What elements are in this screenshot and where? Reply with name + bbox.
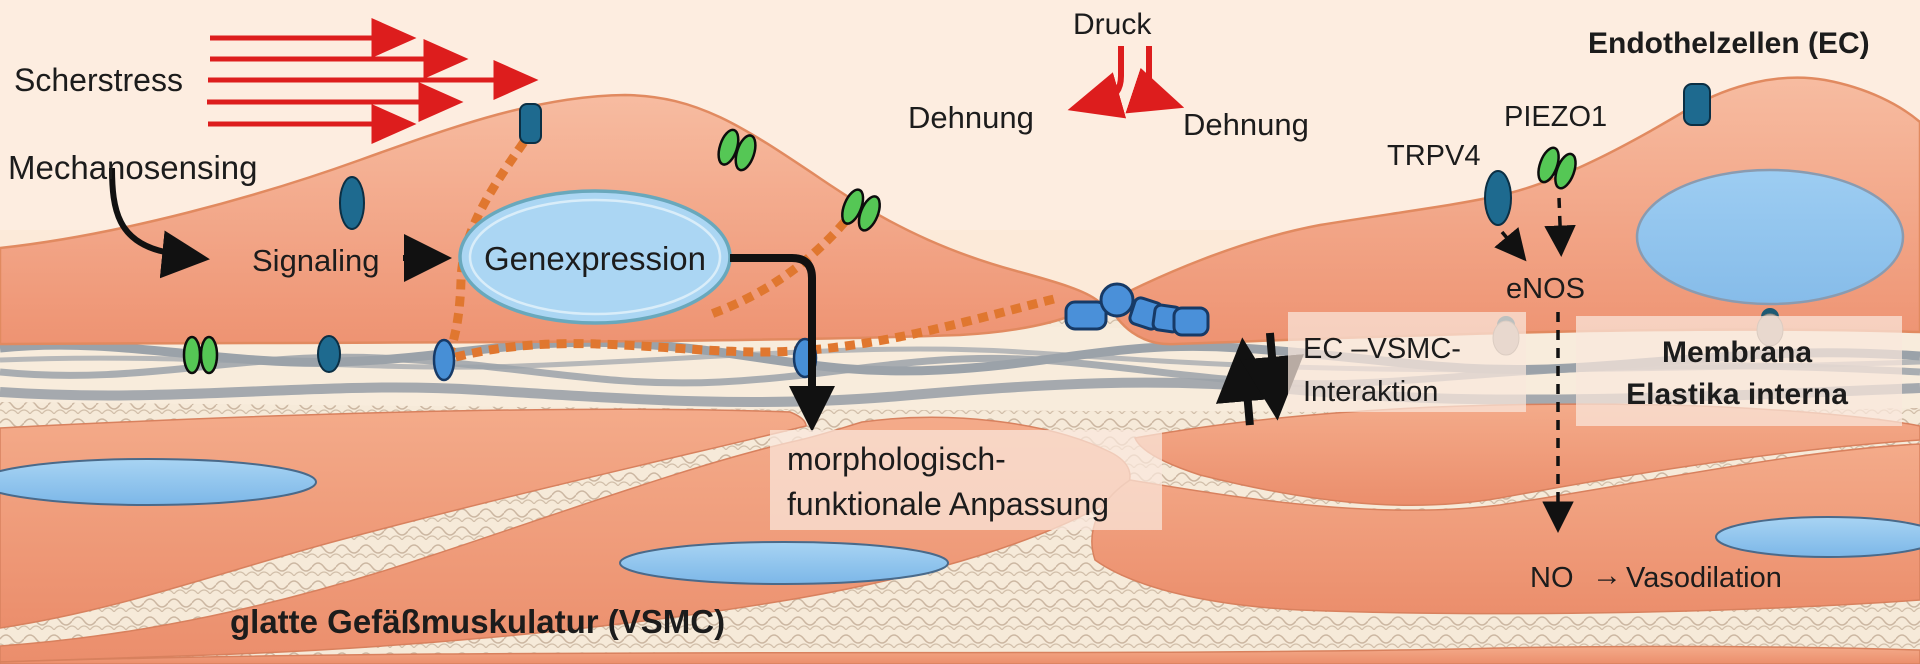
vsmc-label: glatte Gefäßmuskulatur (VSMC) [230, 603, 725, 640]
piezo1-channel-pair [717, 128, 757, 172]
vsmc-cell [1091, 443, 1920, 615]
ec-nucleus [1635, 168, 1905, 306]
signaling-label: Signaling [252, 243, 380, 278]
trpv4-channel [1484, 170, 1512, 226]
ec-vsmc-label-box [1288, 312, 1526, 412]
nucleus [1715, 516, 1920, 558]
genexpression-output-arrow [730, 254, 816, 388]
vasodilation-label: Vasodilation [1626, 562, 1782, 594]
druck-label: Druck [1073, 8, 1152, 41]
trpv4-channel [317, 335, 341, 373]
piezo1-channel-pair [841, 188, 881, 232]
membrane-channel-rect [1683, 83, 1711, 126]
membrane-channels [182, 83, 1711, 382]
green-channel-pairs [182, 128, 1577, 375]
trpv4-to-enos-arrow [1494, 227, 1527, 262]
membrana-label-line1: Membrana [1662, 336, 1812, 369]
piezo1-channel-pair [182, 335, 219, 375]
membrana-label-line2: Elastika interna [1626, 378, 1848, 411]
morph-label-box [770, 430, 1162, 530]
no-vasodilation-arrow: → [1592, 559, 1622, 592]
membrana-label-box [1576, 316, 1902, 426]
morph-label-line1: morphologisch- [787, 441, 1006, 477]
vsmc-nuclei [0, 458, 1920, 585]
ec-vsmc-label-line2: Interaktion [1303, 376, 1438, 408]
black-arrows [109, 167, 816, 388]
junction-complex [1064, 282, 1210, 337]
piezo1-to-enos-arrow [1544, 197, 1576, 257]
mechanosensing-label: Mechanosensing [8, 149, 258, 186]
mechanosensing-arrow [109, 167, 210, 279]
genexpression-label: Genexpression [484, 240, 706, 277]
scherstress-label: Scherstress [14, 62, 183, 98]
no-label: NO [1530, 562, 1574, 594]
endothelzellen-label: Endothelzellen (EC) [1588, 27, 1870, 60]
ec-vsmc-label-line1: EC –VSMC- [1303, 333, 1461, 365]
stretch-arrow-right [1125, 46, 1185, 114]
vsmc-cell [0, 645, 1920, 664]
nucleus [619, 541, 949, 585]
dotted-path-to-junction [454, 292, 1064, 362]
shear-flow-arrows [207, 18, 539, 144]
dashed-arrows [1494, 197, 1576, 533]
trpv4-label: TRPV4 [1387, 140, 1480, 172]
dehnung-left-label: Dehnung [908, 100, 1034, 135]
stretch-arrow-left [1067, 46, 1127, 119]
membrane-channel-rect [519, 103, 542, 144]
equilibrium-harpoons [1215, 332, 1304, 426]
trpv4-channel [339, 176, 365, 230]
nucleus [0, 458, 317, 506]
enos-label: eNOS [1506, 273, 1585, 305]
dehnung-right-label: Dehnung [1183, 107, 1309, 142]
pressure-split-arrows [1067, 46, 1185, 119]
morph-label-line2: funktionale Anpassung [787, 486, 1109, 522]
genexpression-output-arrowhead [789, 386, 835, 432]
piezo1-label: PIEZO1 [1504, 101, 1607, 133]
piezo1-channel-pair [1537, 146, 1577, 190]
blue-membrane-channel [432, 338, 456, 382]
